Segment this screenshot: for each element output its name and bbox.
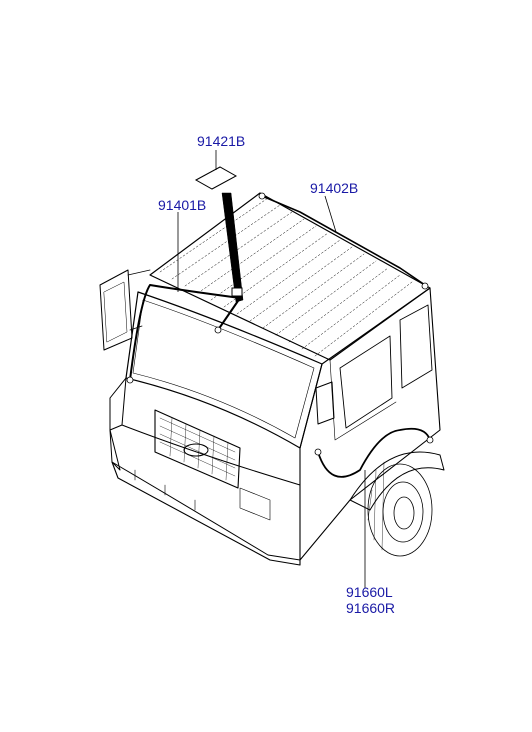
connectors — [126, 192, 434, 456]
grille-mesh — [159, 417, 236, 481]
grille-emblem — [183, 443, 209, 457]
bumper — [111, 461, 301, 566]
part-label-91660R[interactable]: 91660R — [346, 600, 396, 616]
windshield-inner — [132, 299, 315, 439]
grille-frame — [154, 409, 241, 489]
cab-front-panel — [121, 377, 301, 486]
sticker-91421B — [194, 166, 238, 190]
cab-body-left — [109, 424, 301, 561]
cab-side — [299, 287, 441, 561]
roof-ribs — [159, 197, 413, 357]
part-label-91421B[interactable]: 91421B — [197, 133, 246, 149]
right-mirror — [315, 381, 335, 425]
harness-91401B — [129, 284, 241, 381]
connector-91401B — [231, 287, 243, 297]
part-label-91401B[interactable]: 91401B — [158, 197, 207, 213]
leader-lines — [177, 150, 366, 588]
side-window-rear — [399, 304, 433, 389]
antenna-cable — [221, 192, 244, 303]
part-label-91660L[interactable]: 91660L — [346, 584, 393, 600]
cab-roof — [149, 192, 431, 361]
wheel-arch — [349, 451, 445, 511]
harness-91402B — [261, 195, 426, 286]
side-window-door — [339, 335, 393, 429]
harness-91660 — [317, 427, 431, 478]
front-tyre — [367, 461, 433, 557]
left-mirror — [99, 269, 133, 351]
part-label-91402B[interactable]: 91402B — [310, 180, 359, 196]
